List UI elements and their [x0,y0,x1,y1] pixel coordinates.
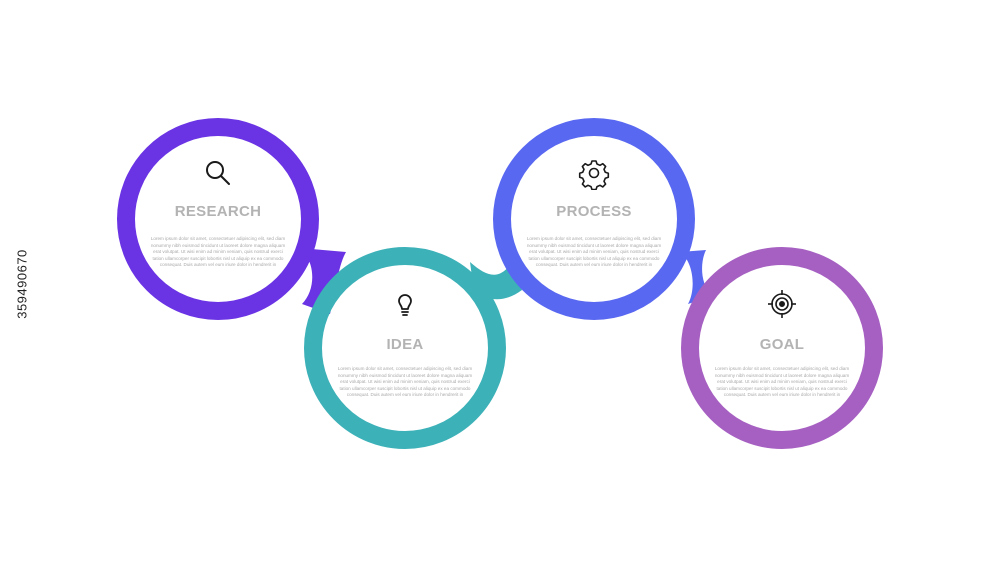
step-body-process: Lorem ipsum dolor sit amet, consectetuer… [526,236,662,268]
ring-idea [304,247,506,449]
connector-research-idea [300,248,346,314]
ring-research [117,118,319,320]
gear-icon [577,156,611,190]
step-title-goal: GOAL [759,336,805,353]
lightbulb-icon [388,287,422,321]
search-icon [201,156,235,190]
step-title-research: RESEARCH [174,203,262,220]
step-title-process: PROCESS [556,203,632,220]
step-body-research: Lorem ipsum dolor sit amet, consectetuer… [150,236,286,268]
step-body-goal: Lorem ipsum dolor sit amet, consectetuer… [714,366,850,398]
ring-goal [681,247,883,449]
step-title-idea: IDEA [386,336,424,353]
side-id-text: 359490670 [14,249,30,319]
ring-process [493,118,695,320]
step-body-idea: Lorem ipsum dolor sit amet, consectetuer… [337,366,473,398]
target-icon [765,287,799,321]
